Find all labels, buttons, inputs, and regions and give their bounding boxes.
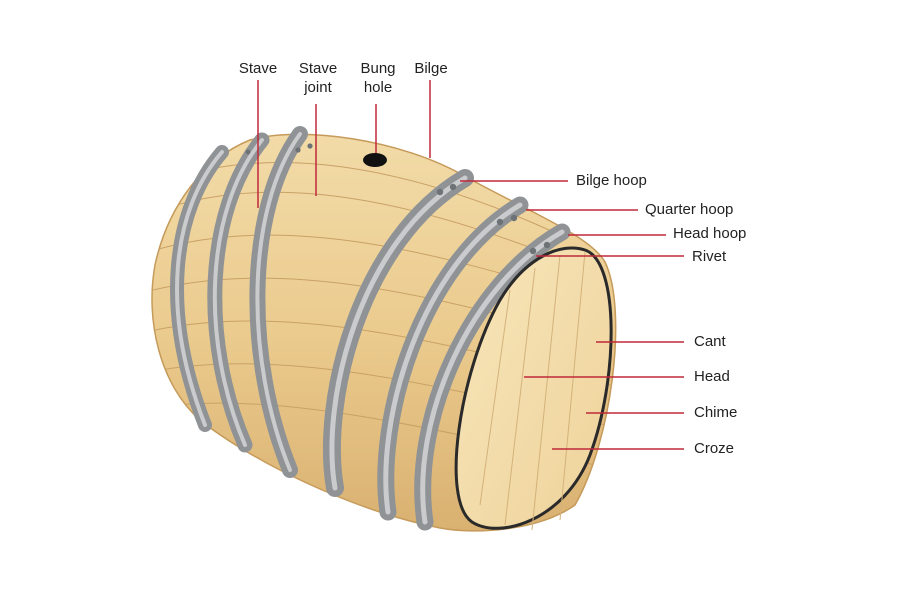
rivets [245, 143, 551, 255]
hoops [170, 126, 571, 531]
bung-hole [363, 153, 387, 167]
label-head-hoop: Head hoop [673, 225, 747, 242]
barrel-head [454, 246, 613, 530]
label-stave: Stave [238, 60, 278, 77]
head-boards [479, 251, 586, 531]
label-bilge: Bilge [414, 60, 448, 77]
label-head: Head [694, 368, 730, 385]
label-chime: Chime [694, 404, 738, 421]
label-quarter-hoop: Quarter hoop [645, 201, 734, 218]
label-bung-hole: Bung hole [360, 60, 396, 96]
label-rivet: Rivet [692, 248, 727, 265]
label-cant: Cant [694, 333, 726, 350]
leader-lines [257, 80, 684, 450]
label-croze: Croze [694, 440, 735, 457]
label-stave-joint: Stave joint [298, 60, 338, 96]
label-bilge-hoop: Bilge hoop [576, 172, 647, 189]
